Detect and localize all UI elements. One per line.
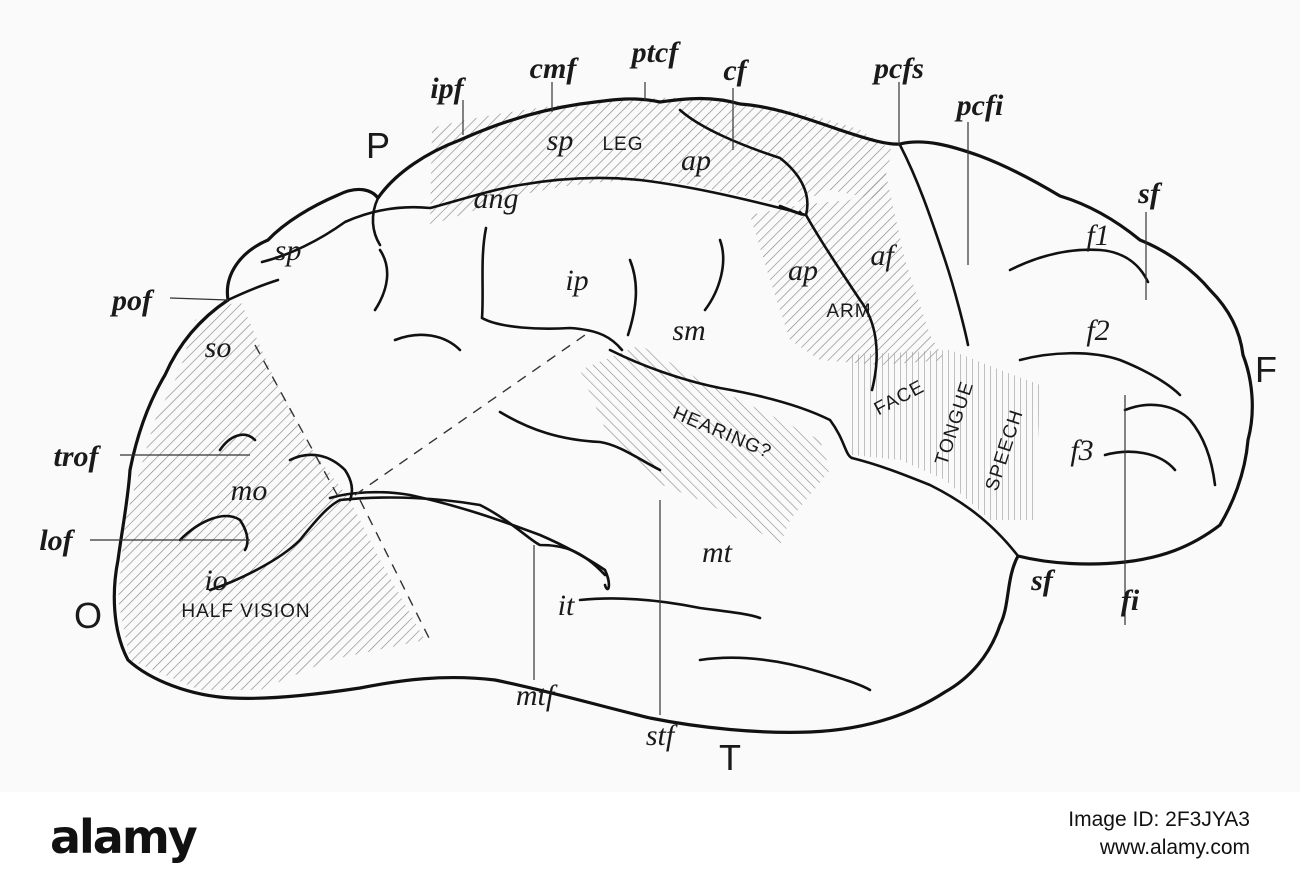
site-url-text: www.alamy.com: [1099, 836, 1250, 859]
leader-lines: [90, 82, 1147, 715]
gyrus-label-af: af: [870, 239, 897, 272]
fissure-label-pof: pof: [109, 284, 155, 317]
brand-logo: alamy: [50, 810, 198, 864]
gyrus-label-mo: mo: [231, 474, 268, 507]
area-label-arm: ARM: [826, 301, 871, 322]
gyrus-label-it: it: [558, 589, 575, 622]
gyrus-label-ap-mid: ap: [788, 254, 818, 287]
shaded-areas: [118, 97, 1040, 690]
fissure-label-ptcf: ptcf: [629, 36, 682, 69]
area-label-half-vision: HALF VISION: [181, 601, 310, 622]
gyrus-label-f3: f3: [1070, 434, 1093, 467]
gyrus-label-sp-top: sp: [547, 124, 574, 157]
fissure-label-trof: trof: [54, 440, 102, 473]
gyrus-label-io: io: [204, 564, 227, 597]
fissure-label-pcfs: pcfs: [871, 52, 924, 85]
arm-area: [750, 170, 945, 365]
hearing-area: [580, 345, 830, 545]
face-tongue-speech-area: [848, 350, 1040, 520]
fissure-label-stf: stf: [646, 719, 678, 752]
brain-diagram: P F O T ipf cmf ptcf cf pcfs pcfi sf pof…: [39, 36, 1277, 778]
gyrus-label-ang: ang: [474, 182, 519, 215]
area-label-leg: LEG: [602, 134, 643, 155]
leg-area: [430, 97, 892, 225]
watermark-footer: alamy Image ID: 2F3JYA3 www.alamy.com: [0, 792, 1300, 880]
brain-outline: [112, 96, 1254, 734]
lobe-label-parietal: P: [366, 125, 390, 166]
image-info: Image ID: 2F3JYA3 www.alamy.com: [1068, 806, 1250, 862]
image-id-text: Image ID: 2F3JYA3: [1068, 808, 1250, 831]
fissure-label-ipf: ipf: [430, 72, 466, 105]
lobe-label-frontal: F: [1255, 349, 1277, 390]
fissure-label-mtf: mtf: [516, 679, 558, 712]
gyrus-label-sm: sm: [672, 314, 705, 347]
lobe-label-temporal: T: [719, 737, 741, 778]
gyrus-label-ap-top: ap: [681, 144, 711, 177]
brain-lateral-view: P F O T ipf cmf ptcf cf pcfs pcfi sf pof…: [39, 36, 1277, 778]
fissure-label-sf-bottom: sf: [1030, 564, 1056, 597]
fissure-label-cmf: cmf: [530, 52, 580, 85]
gyrus-label-sp-left: sp: [275, 234, 302, 267]
sulci: [178, 108, 1217, 692]
fissure-label-fi: fi: [1121, 584, 1140, 617]
vision-area: [118, 300, 425, 690]
gyrus-label-f2: f2: [1086, 314, 1109, 347]
lobe-label-occipital: O: [74, 595, 102, 636]
gyrus-label-mt: mt: [702, 536, 733, 569]
gyrus-label-f1: f1: [1086, 219, 1109, 252]
fissure-label-pcfi: pcfi: [954, 89, 1004, 122]
gyrus-label-so: so: [205, 331, 232, 364]
fissure-label-lof: lof: [39, 524, 75, 557]
fissure-label-cf: cf: [723, 54, 749, 87]
gyrus-label-ip: ip: [565, 264, 588, 297]
fissure-label-sf-top: sf: [1137, 177, 1163, 210]
